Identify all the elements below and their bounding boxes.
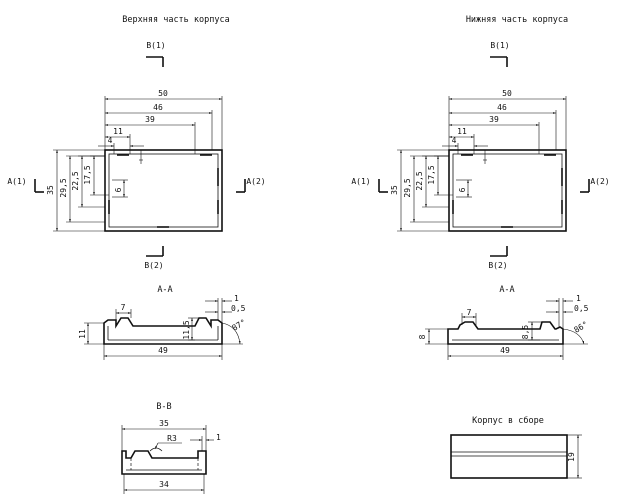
title-top-part: Верхняя часть корпуса — [122, 15, 229, 25]
dim-1-bb: 1 — [216, 433, 221, 442]
dim-11: 11 — [113, 127, 123, 136]
marker-a2: A(2) — [246, 177, 265, 186]
dim-22-5: 22,5 — [71, 171, 80, 190]
title-assembly: Корпус в сборе — [472, 415, 544, 426]
dim-87-deg: 87° — [231, 318, 248, 333]
dim-86-deg: 86° — [573, 320, 590, 335]
dim-22-5-right: 22,5 — [415, 171, 424, 190]
dim-35: 35 — [46, 185, 55, 195]
dim-1-right: 1 — [576, 294, 581, 303]
dim-4-right: 4 — [452, 136, 457, 145]
dim-39-right: 39 — [489, 115, 499, 124]
dim-0-5-left: 0,5 — [231, 304, 246, 313]
section-aa-left: A-A 7 1 0,5 11 11,5 87° — [78, 285, 248, 360]
dim-7-left: 7 — [121, 303, 126, 312]
dim-1-left: 1 — [234, 294, 239, 303]
dim-11-5-left: 11,5 — [182, 320, 191, 339]
section-aa-right: A-A 7 1 0,5 8 8,5 86° 49 — [418, 285, 590, 360]
dim-17-5: 17,5 — [83, 165, 92, 184]
dim-6-right: 6 — [458, 187, 467, 192]
dim-4: 4 — [108, 136, 113, 145]
top-view-lower: B(1) B(2) A(1) A(2) 50 46 39 11 — [351, 41, 609, 270]
dim-11-right: 11 — [457, 127, 467, 136]
section-bb: B-B 35 R3 1 34 — [121, 402, 221, 494]
title-section-aa-right: A-A — [499, 285, 514, 295]
dim-49-right: 49 — [500, 346, 510, 355]
dim-0-5-right: 0,5 — [574, 304, 589, 313]
dim-8-5-right: 8,5 — [521, 325, 530, 340]
marker-b2: B(2) — [144, 261, 163, 270]
dim-r3: R3 — [167, 434, 177, 443]
title-bottom-part: Нижняя часть корпуса — [466, 15, 568, 25]
dim-49-left: 49 — [158, 346, 168, 355]
marker-b1-right: B(1) — [490, 41, 509, 50]
marker-b1: B(1) — [146, 41, 165, 50]
marker-a2-right: A(2) — [590, 177, 609, 186]
dim-29-5-right: 29,5 — [403, 178, 412, 197]
dim-46: 46 — [153, 103, 163, 112]
assembly-view: Корпус в сборе 19 — [450, 415, 582, 479]
marker-a1: A(1) — [7, 177, 26, 186]
dim-8-right: 8 — [418, 334, 427, 339]
dim-19: 19 — [567, 452, 576, 462]
dim-29-5: 29,5 — [59, 178, 68, 197]
dim-50-right: 50 — [502, 89, 512, 98]
dim-46-right: 46 — [497, 103, 507, 112]
dim-7-right: 7 — [467, 308, 472, 317]
dim-50: 50 — [158, 89, 168, 98]
marker-a1-right: A(1) — [351, 177, 370, 186]
dim-35-bb: 35 — [159, 419, 169, 428]
dim-39: 39 — [145, 115, 155, 124]
dim-17-5-right: 17,5 — [427, 165, 436, 184]
marker-b2-right: B(2) — [488, 261, 507, 270]
dim-35-right: 35 — [390, 185, 399, 195]
title-section-aa-left: A-A — [157, 285, 172, 295]
dim-11-left: 11 — [78, 329, 87, 339]
top-view-upper: B(1) B(2) A(1) A(2) 50 — [7, 41, 265, 270]
dim-34-bb: 34 — [159, 480, 169, 489]
title-section-bb: B-B — [156, 402, 171, 412]
dim-6: 6 — [114, 187, 123, 192]
